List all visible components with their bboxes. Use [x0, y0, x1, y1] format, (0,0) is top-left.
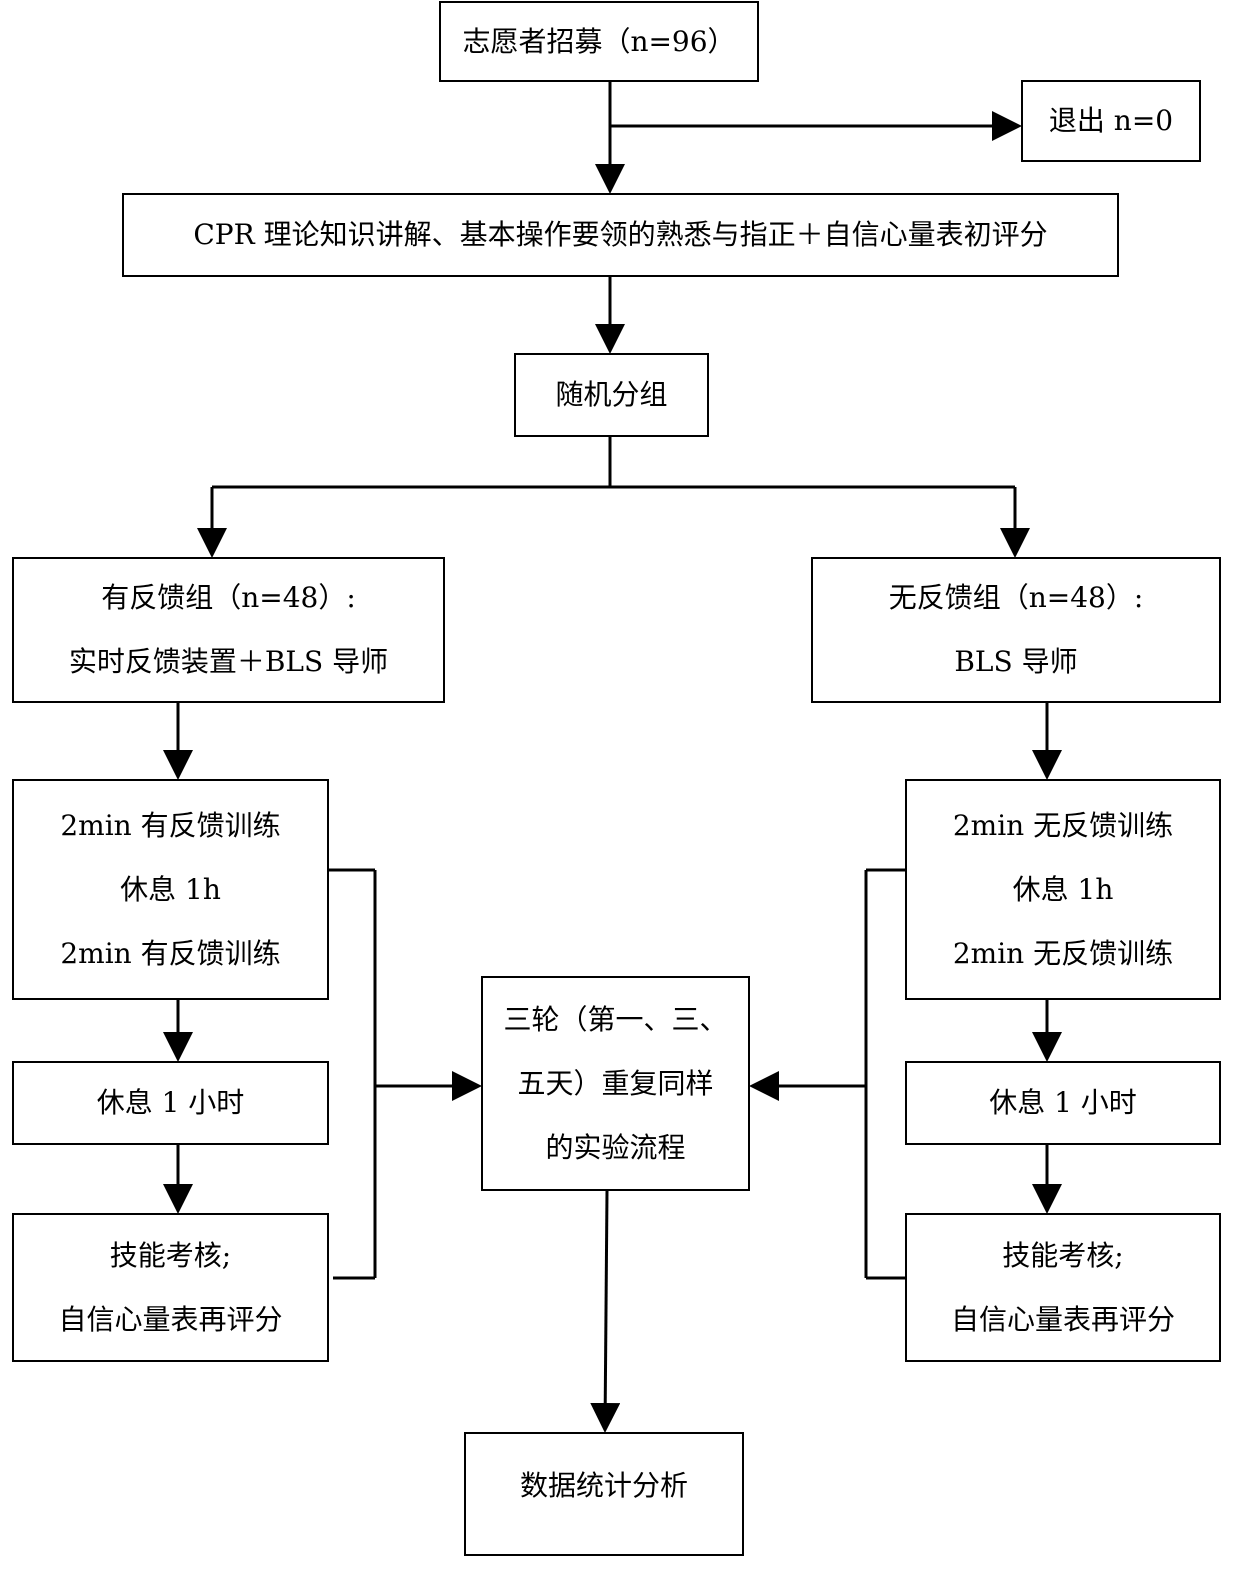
feedback-training-line-3: 2min 有反馈训练 [60, 936, 281, 970]
no-feedback-group-box: 无反馈组（n=48）: BLS 导师 [811, 557, 1221, 703]
feedback-rest-box: 休息 1 小时 [12, 1061, 329, 1145]
no-feedback-rest-label: 休息 1 小时 [989, 1086, 1137, 1119]
no-feedback-training-line-1: 2min 无反馈训练 [952, 808, 1174, 842]
no-feedback-rest-box: 休息 1 小时 [905, 1061, 1221, 1145]
exit-box: 退出 n=0 [1021, 80, 1201, 162]
no-feedback-assessment-line-1: 技能考核; [1002, 1238, 1124, 1272]
no-feedback-assessment-box: 技能考核; 自信心量表再评分 [905, 1213, 1221, 1362]
feedback-assessment-box: 技能考核; 自信心量表再评分 [12, 1213, 329, 1362]
repeat-box: 三轮（第一、三、 五天）重复同样 的实验流程 [481, 976, 750, 1191]
no-feedback-training-line-2: 休息 1h [1012, 872, 1114, 906]
feedback-rest-label: 休息 1 小时 [96, 1086, 245, 1119]
feedback-group-box: 有反馈组（n=48）: 实时反馈装置＋BLS 导师 [12, 557, 445, 703]
no-feedback-training-box: 2min 无反馈训练 休息 1h 2min 无反馈训练 [905, 779, 1221, 1000]
exit-label: 退出 n=0 [1048, 104, 1174, 137]
analysis-label: 数据统计分析 [519, 1469, 688, 1502]
feedback-assessment-line-1: 技能考核; [109, 1238, 232, 1272]
no-feedback-group-title: 无反馈组（n=48）: [888, 581, 1144, 614]
no-feedback-training-line-3: 2min 无反馈训练 [952, 936, 1174, 970]
feedback-assessment-line-2: 自信心量表再评分 [58, 1302, 283, 1336]
repeat-line-3: 的实验流程 [545, 1130, 686, 1164]
no-feedback-group-method: BLS 导师 [954, 645, 1078, 678]
arrow-repeat-to-analysis [590, 1190, 621, 1433]
randomize-label: 随机分组 [555, 378, 668, 411]
feedback-group-method: 实时反馈装置＋BLS 导师 [68, 645, 389, 678]
feedback-training-line-1: 2min 有反馈训练 [60, 808, 281, 842]
feedback-group-title: 有反馈组（n=48）: [101, 581, 356, 614]
recruit-box: 志愿者招募（n=96） [439, 1, 759, 82]
repeat-line-1: 三轮（第一、三、 [503, 1002, 728, 1036]
feedback-training-box: 2min 有反馈训练 休息 1h 2min 有反馈训练 [12, 779, 329, 1000]
repeat-line-2: 五天）重复同样 [517, 1066, 714, 1100]
feedback-training-line-2: 休息 1h [120, 872, 221, 906]
no-feedback-assessment-line-2: 自信心量表再评分 [950, 1302, 1175, 1336]
theory-label: CPR 理论知识讲解、基本操作要领的熟悉与指正＋自信心量表初评分 [193, 218, 1048, 251]
theory-box: CPR 理论知识讲解、基本操作要领的熟悉与指正＋自信心量表初评分 [122, 193, 1119, 277]
analysis-box: 数据统计分析 [464, 1432, 744, 1556]
recruit-label: 志愿者招募（n=96） [462, 24, 736, 58]
randomize-box: 随机分组 [514, 353, 709, 437]
